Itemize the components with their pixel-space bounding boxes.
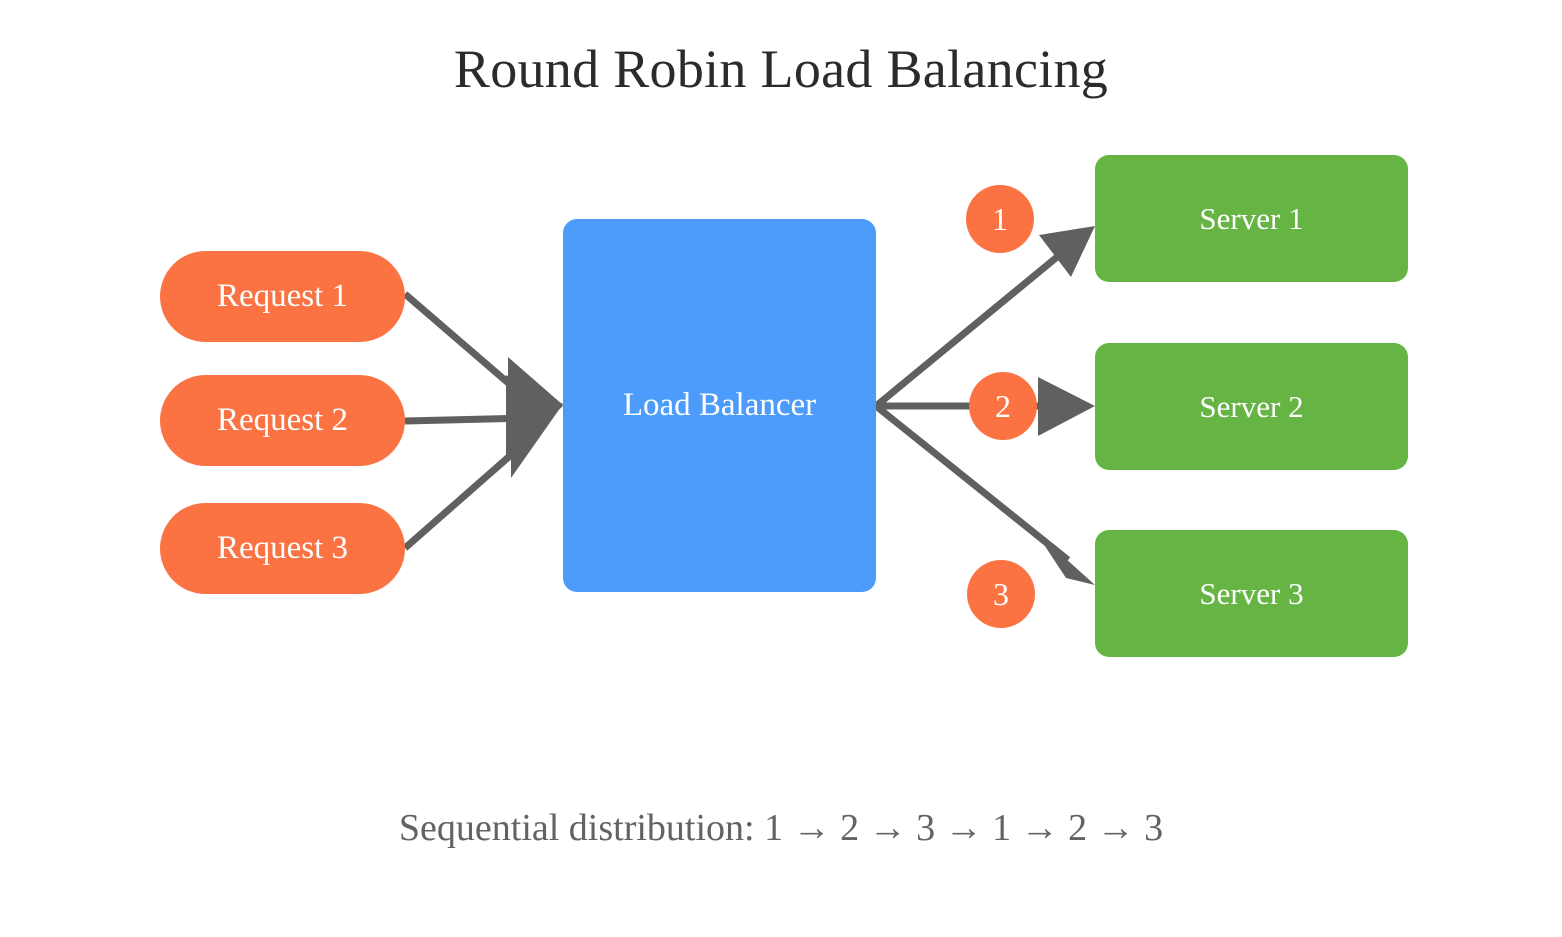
load-balancer-label: Load Balancer: [622, 387, 817, 423]
server-node-3[interactable]: Server 3: [1095, 530, 1408, 657]
load-balancer-node[interactable]: Load Balancer: [563, 219, 876, 592]
arrowhead-into-balancer-a: [508, 357, 563, 453]
edge-balancer-to-server3: [873, 403, 1071, 563]
edge-request1-to-balancer: [402, 291, 531, 403]
edge-request2-to-balancer: [404, 414, 529, 425]
arrowhead-to-server1: [1039, 226, 1095, 277]
server-node-1[interactable]: Server 1: [1095, 155, 1408, 282]
sequence-badge-2[interactable]: 2: [969, 372, 1037, 440]
request-node-3-label: Request 3: [216, 530, 349, 566]
edge-request3-to-balancer: [402, 437, 531, 551]
request-node-1-label: Request 1: [216, 278, 349, 314]
arrowhead-to-server2: [1038, 377, 1095, 436]
request-node-2-label: Request 2: [216, 402, 349, 438]
arrowhead-to-server3: [1035, 531, 1095, 585]
sequence-caption: Sequential distribution: 1 → 2 → 3 → 1 →…: [398, 807, 1164, 849]
incoming-edges: [402, 291, 563, 551]
sequence-badge-1-label: 1: [992, 201, 1008, 237]
server-node-2[interactable]: Server 2: [1095, 343, 1408, 470]
sequence-badge-3-label: 3: [993, 576, 1009, 612]
sequence-badge-1[interactable]: 1: [966, 185, 1034, 253]
server-node-3-label: Server 3: [1199, 576, 1304, 611]
request-node-1[interactable]: Request 1: [160, 251, 405, 342]
sequence-badge-2-label: 2: [995, 388, 1011, 424]
request-node-3[interactable]: Request 3: [160, 503, 405, 594]
page-title: Round Robin Load Balancing: [453, 39, 1109, 99]
arrowhead-into-balancer-c: [511, 378, 563, 478]
server-node-1-label: Server 1: [1199, 201, 1304, 236]
server-node-2-label: Server 2: [1199, 389, 1304, 424]
request-node-2[interactable]: Request 2: [160, 375, 405, 466]
edge-balancer-to-server1: [873, 245, 1071, 409]
arrowhead-into-balancer-b: [506, 375, 563, 458]
sequence-badge-3[interactable]: 3: [967, 560, 1035, 628]
